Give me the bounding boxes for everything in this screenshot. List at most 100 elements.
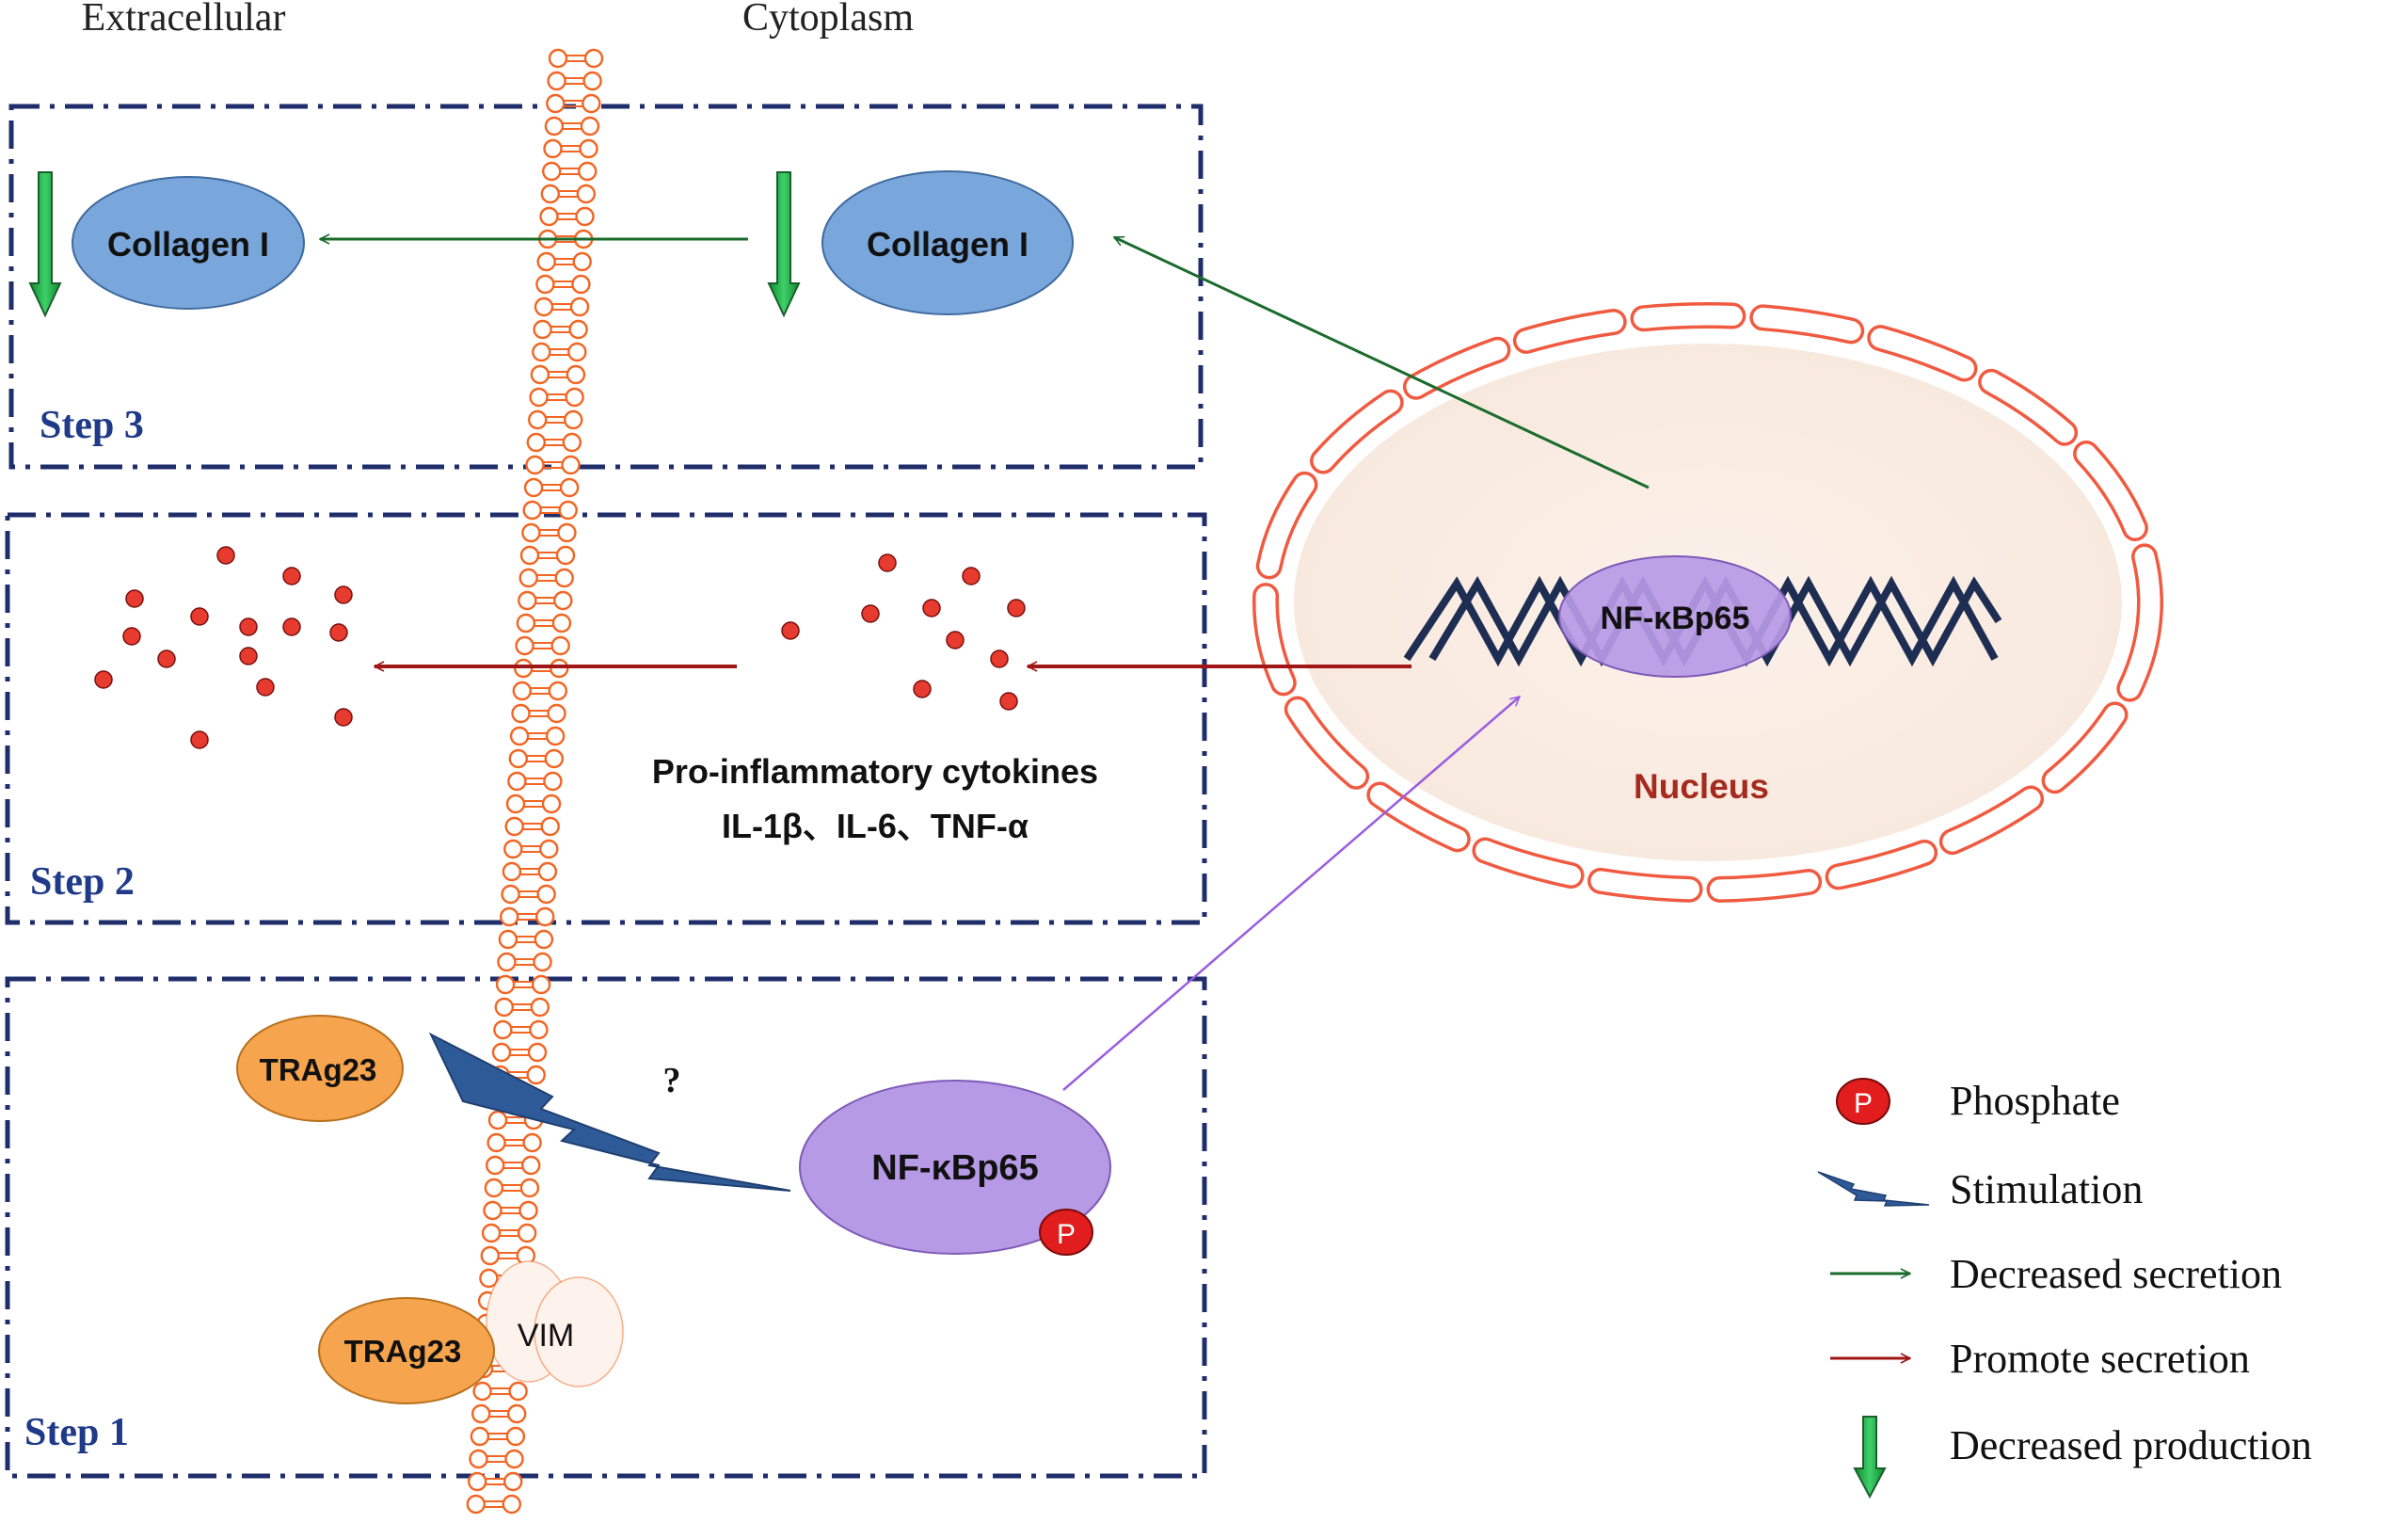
cytokine-dot (94, 670, 113, 689)
lipid-pair (525, 455, 581, 475)
lipid-pair (484, 1178, 540, 1198)
decreased-production-arrow-icon (768, 171, 800, 316)
cytokine-dot (329, 623, 348, 642)
vim-label: VIM (518, 1318, 574, 1354)
lipid-pair (497, 952, 552, 972)
lipid-pair (547, 71, 602, 91)
cytokine-dot (190, 607, 209, 626)
nfkb-cytoplasmic: NF-κBp65 P (799, 1080, 1111, 1256)
lipid-pair (498, 929, 554, 950)
cytokine-clusters (94, 546, 1026, 749)
legend-label: Promote secretion (1950, 1336, 2250, 1382)
step1-label: Step 1 (24, 1411, 129, 1454)
lipid-pair (493, 1019, 549, 1040)
lipid-pair (466, 1494, 521, 1515)
lipid-pair (540, 184, 596, 204)
lipid-pair (530, 364, 586, 385)
lipid-pair (532, 342, 587, 362)
cytokines-list: IL-1β、IL-6、TNF-α (722, 807, 1029, 845)
cytokine-dot (861, 604, 880, 623)
vim-receptor: VIM (486, 1260, 624, 1387)
lipid-pair (470, 1426, 526, 1447)
cytokine-dot (1007, 599, 1026, 617)
step1-box (5, 976, 1207, 1479)
lipid-pair (505, 794, 562, 814)
lipid-pair (535, 274, 591, 295)
legend-label: Decreased secretion (1950, 1251, 2282, 1297)
lipid-pair (469, 1449, 524, 1469)
cytokine-dot (334, 708, 353, 727)
lipid-pair (548, 48, 604, 69)
legend-item-decreased-secretion: Decreased secretion (1830, 1251, 2282, 1297)
cytokine-dot (256, 678, 275, 697)
phosphate-icon: P (1039, 1209, 1093, 1256)
green-down-arrow-icon (1853, 1416, 1887, 1499)
cytokine-dot (157, 649, 176, 668)
collagen-extracellular: Collagen I (72, 176, 305, 310)
lipid-pair (504, 816, 560, 837)
collagen-extracellular-label: Collagen I (107, 225, 269, 264)
unknown-mechanism-mark: ? (663, 1061, 681, 1100)
lipid-pair (544, 116, 600, 136)
legend-phosphate-mark: P (1854, 1088, 1873, 1119)
lipid-pair (539, 206, 595, 227)
cytokine-dot (962, 567, 981, 585)
step2-box (5, 512, 1207, 925)
cytokine-dot (946, 631, 965, 649)
cytokine-dot (125, 589, 144, 608)
lipid-pair (519, 545, 576, 566)
collagen-cytoplasm-label: Collagen I (867, 225, 1029, 264)
lipid-pair (471, 1403, 527, 1424)
lipid-pair (509, 726, 566, 746)
cytokine-dot (282, 567, 301, 585)
nfkb-cytoplasmic-label: NF-κBp65 (871, 1148, 1038, 1188)
lipid-pair (533, 319, 588, 340)
lipid-pair (546, 93, 601, 114)
cytokine-dot (122, 627, 141, 646)
lipid-pair (542, 161, 598, 182)
lipid-pair (495, 974, 551, 995)
phosphate-mark: P (1057, 1219, 1076, 1250)
lipid-pair (481, 1223, 537, 1243)
phosphate-icon: P (1836, 1078, 1890, 1125)
lipid-pair (529, 387, 584, 408)
lipid-pair (494, 997, 550, 1018)
step3-box (8, 104, 1204, 470)
nfkb-nuclear: NF-κBp65 (1558, 555, 1792, 678)
tragg23-bound-label: TRAg23 (344, 1334, 462, 1369)
lipid-pair (536, 251, 592, 272)
lipid-pair (491, 1042, 548, 1063)
tragg23-free: TRAg23 (236, 1015, 404, 1122)
lipid-pair (521, 522, 577, 543)
legend-item-decreased-production: Decreased production (1853, 1416, 2312, 1499)
lipid-pair (503, 839, 559, 859)
lipid-pair (543, 138, 598, 159)
tragg23-bound: TRAg23 (318, 1297, 495, 1404)
nucleus-label: Nucleus (1634, 767, 1769, 806)
lipid-pair (500, 906, 555, 927)
legend-label: Phosphate (1950, 1078, 2120, 1124)
step3-label: Step 3 (40, 404, 144, 447)
cytokine-dot (999, 692, 1018, 711)
cytokine-dot (913, 680, 932, 698)
lipid-pair (518, 568, 574, 588)
legend-label: Decreased production (1950, 1422, 2312, 1468)
legend: P Phosphate Stimulation Decreased secret… (1817, 1078, 2312, 1499)
step2-label: Step 2 (30, 860, 135, 904)
cytokine-dot (878, 553, 897, 572)
collagen-expression-arrow (1114, 235, 1650, 489)
collagen-cytoplasm: Collagen I (821, 170, 1074, 315)
cytokine-dot (922, 599, 941, 617)
lipid-pair (512, 681, 567, 701)
cytoplasm-label: Cytoplasm (742, 0, 914, 40)
lipid-pair (483, 1200, 538, 1221)
lipid-pair (502, 861, 558, 882)
legend-item-stimulation: Stimulation (1817, 1166, 2143, 1212)
cytokine-dot (334, 585, 353, 604)
lipid-pair (518, 590, 573, 611)
cytokine-dot (282, 617, 301, 636)
cytokine-dot (239, 647, 258, 665)
stimulation-icon (428, 1032, 791, 1192)
lipid-pair (472, 1381, 528, 1402)
